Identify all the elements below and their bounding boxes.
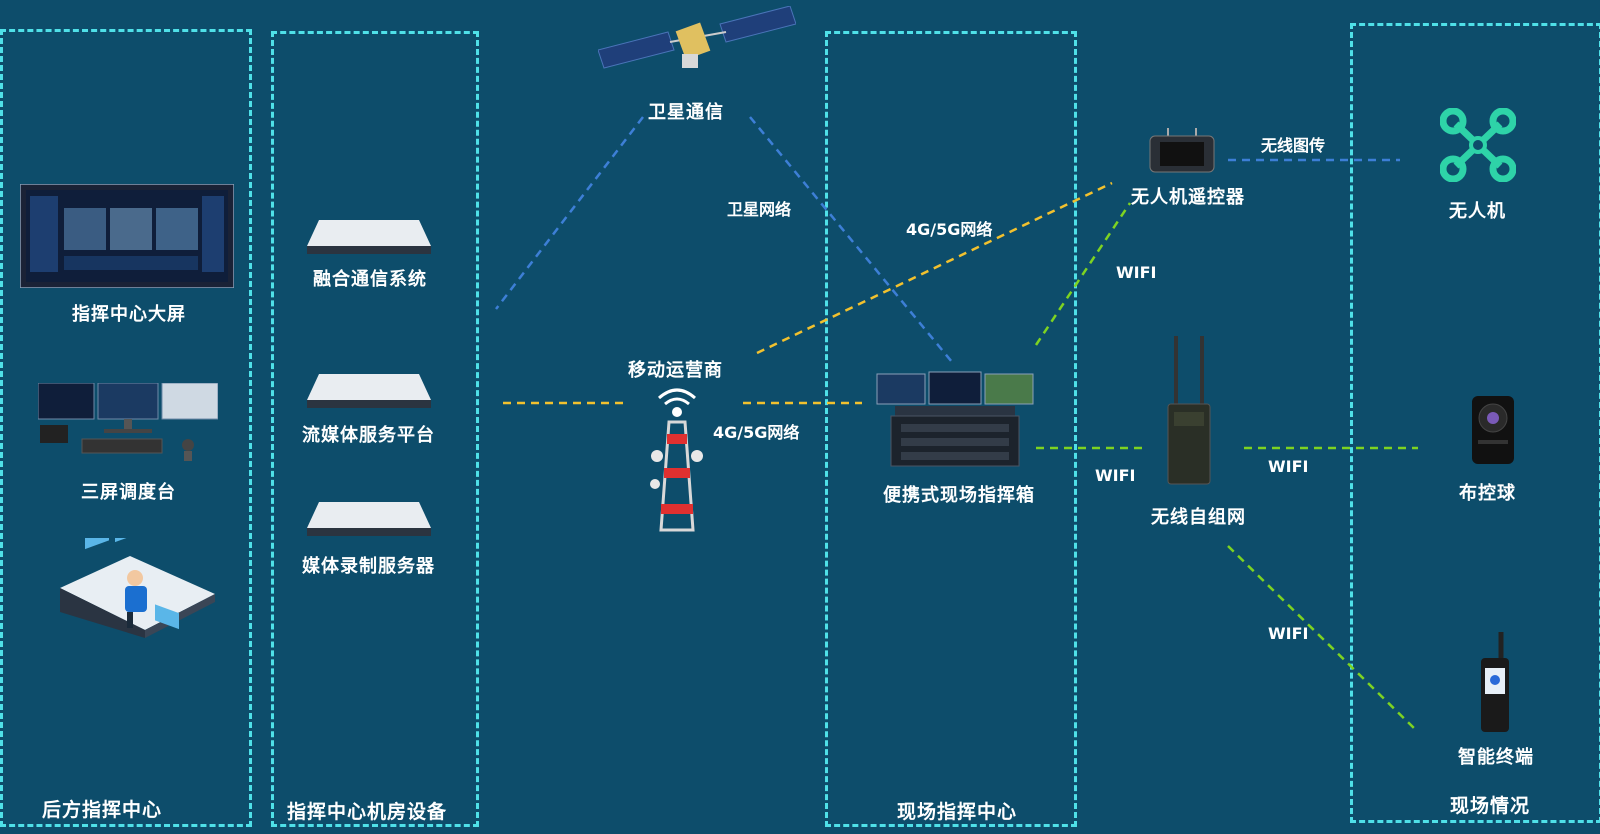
drone-controller-icon xyxy=(1149,128,1215,173)
link-wifi-terminal xyxy=(1227,545,1419,733)
label-drone-controller: 无人机遥控器 xyxy=(1131,187,1245,208)
operator-workstation-icon xyxy=(60,538,215,638)
ptz-ball-camera-icon xyxy=(1472,396,1514,464)
label-big-screen: 指挥中心大屏 xyxy=(72,304,186,325)
label-fusion-comm: 融合通信系统 xyxy=(313,269,427,290)
label-smart-terminal: 智能终端 xyxy=(1458,747,1534,768)
recording-server-icon xyxy=(307,502,431,536)
link-satellite-left xyxy=(495,116,644,310)
fusion-comm-server-icon xyxy=(307,220,431,254)
zone-field-command-center xyxy=(825,31,1077,827)
label-streaming: 流媒体服务平台 xyxy=(302,425,435,446)
mesh-radio-icon xyxy=(1167,336,1211,485)
label-recording: 媒体录制服务器 xyxy=(302,556,435,577)
label-portable-box: 便携式现场指挥箱 xyxy=(883,485,1035,506)
satellite-icon xyxy=(598,6,796,69)
label-wireless-video: 无线图传 xyxy=(1261,136,1326,155)
cell-tower-icon xyxy=(650,388,703,532)
label-dispatch-desk: 三屏调度台 xyxy=(81,482,176,503)
zone-title-field-center: 现场指挥中心 xyxy=(897,801,1018,823)
label-satellite-network: 卫星网络 xyxy=(727,200,792,219)
label-wifi-terminal: WIFI xyxy=(1268,624,1309,643)
label-ptz-ball: 布控球 xyxy=(1459,483,1516,504)
portable-command-box-icon xyxy=(876,371,1034,467)
label-drone: 无人机 xyxy=(1449,201,1506,222)
zone-rear-command-center xyxy=(0,29,252,827)
smart-terminal-icon xyxy=(1481,632,1509,732)
label-cellular-lower: 4G/5G网络 xyxy=(713,423,800,442)
label-wifi-ptz: WIFI xyxy=(1268,457,1309,476)
zone-title-server-room: 指挥中心机房设备 xyxy=(287,801,448,823)
streaming-server-icon xyxy=(307,374,431,408)
label-wifi-mesh: WIFI xyxy=(1095,466,1136,485)
drone-icon xyxy=(1440,108,1516,182)
label-wifi-controller: WIFI xyxy=(1116,263,1157,282)
link-satellite-right xyxy=(749,116,953,363)
big-screen-icon xyxy=(20,184,234,288)
zone-server-room xyxy=(271,31,479,827)
label-satellite: 卫星通信 xyxy=(648,102,724,123)
zone-title-field-situation: 现场情况 xyxy=(1450,795,1531,817)
label-mesh: 无线自组网 xyxy=(1151,507,1246,528)
label-mobile-operator: 移动运营商 xyxy=(628,360,723,381)
link-wifi-controller xyxy=(1034,202,1132,346)
link-cellular-upper xyxy=(756,181,1113,355)
label-cellular-upper: 4G/5G网络 xyxy=(906,220,993,239)
zone-title-rear: 后方指挥中心 xyxy=(42,799,163,821)
dispatch-desk-icon xyxy=(38,383,218,461)
